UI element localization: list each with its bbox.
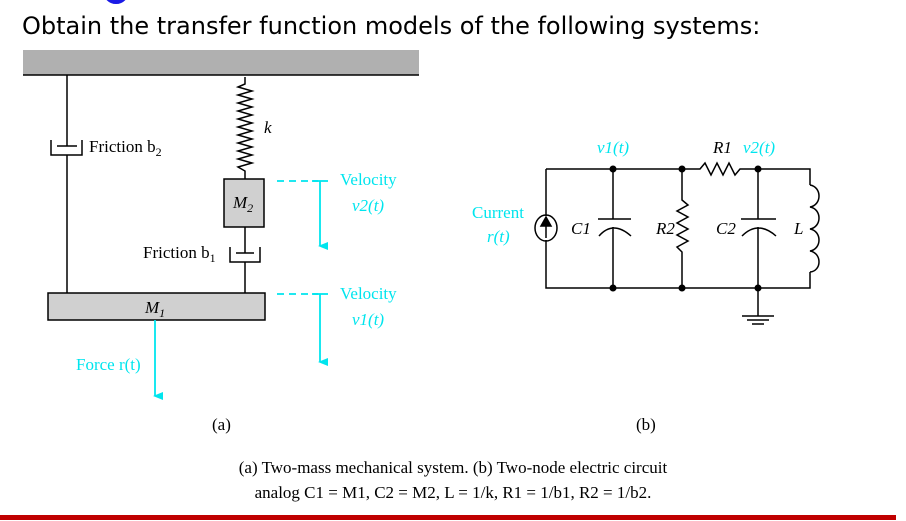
circuit-nodes <box>609 165 762 292</box>
r1-label: R1 <box>712 138 732 157</box>
slide-title: Obtain the transfer function models of t… <box>22 12 761 40</box>
node1-label: v1(t) <box>597 138 629 157</box>
damper-b1 <box>229 227 261 293</box>
figure-a-label: (a) <box>212 415 231 434</box>
force-label: Force r(t) <box>76 355 141 374</box>
current-signal-label: r(t) <box>487 227 510 246</box>
caption-line-2: analog C1 = M1, C2 = M2, L = 1/k, R1 = 1… <box>254 483 652 502</box>
velocity2-word: Velocity <box>340 170 397 189</box>
bottom-accent-line <box>0 515 896 520</box>
ceiling <box>23 50 419 75</box>
mass-m2 <box>223 178 265 228</box>
mass2-label: M2 <box>232 193 253 215</box>
inductor-l <box>809 184 820 273</box>
figure-b-label: (b) <box>636 415 656 434</box>
capacitor-c1 <box>598 169 632 288</box>
mechanical-system <box>23 50 419 400</box>
resistor-r2 <box>675 169 690 288</box>
capacitor-c2 <box>741 169 777 288</box>
c1-label: C1 <box>571 219 591 238</box>
mass1-label: M1 <box>144 298 165 320</box>
resistor-r1 <box>697 161 742 177</box>
node2-label: v2(t) <box>743 138 775 157</box>
mass-m1 <box>47 292 266 321</box>
ground-icon <box>742 288 774 325</box>
mechanical-labels: Friction b2 k M2 Friction b1 M1 Force r(… <box>76 118 397 434</box>
spring-k <box>235 77 255 179</box>
caption-line-1: (a) Two-mass mechanical system. (b) Two-… <box>238 458 668 477</box>
current-source <box>534 214 558 242</box>
damper-b2 <box>50 75 83 293</box>
current-word: Current <box>472 203 524 222</box>
inductor-label: L <box>793 219 803 238</box>
spring-label: k <box>264 118 272 137</box>
velocity1-word: Velocity <box>340 284 397 303</box>
velocity2-label: v2(t) <box>352 196 384 215</box>
c2-label: C2 <box>716 219 736 238</box>
velocity1-label: v1(t) <box>352 310 384 329</box>
electric-circuit <box>534 161 820 325</box>
friction-b2-label: Friction b2 <box>89 137 162 159</box>
friction-b1-label: Friction b1 <box>143 243 216 265</box>
r2-label: R2 <box>655 219 675 238</box>
circuit-labels: Current r(t) v1(t) R1 v2(t) C1 R2 C2 L (… <box>472 138 803 434</box>
